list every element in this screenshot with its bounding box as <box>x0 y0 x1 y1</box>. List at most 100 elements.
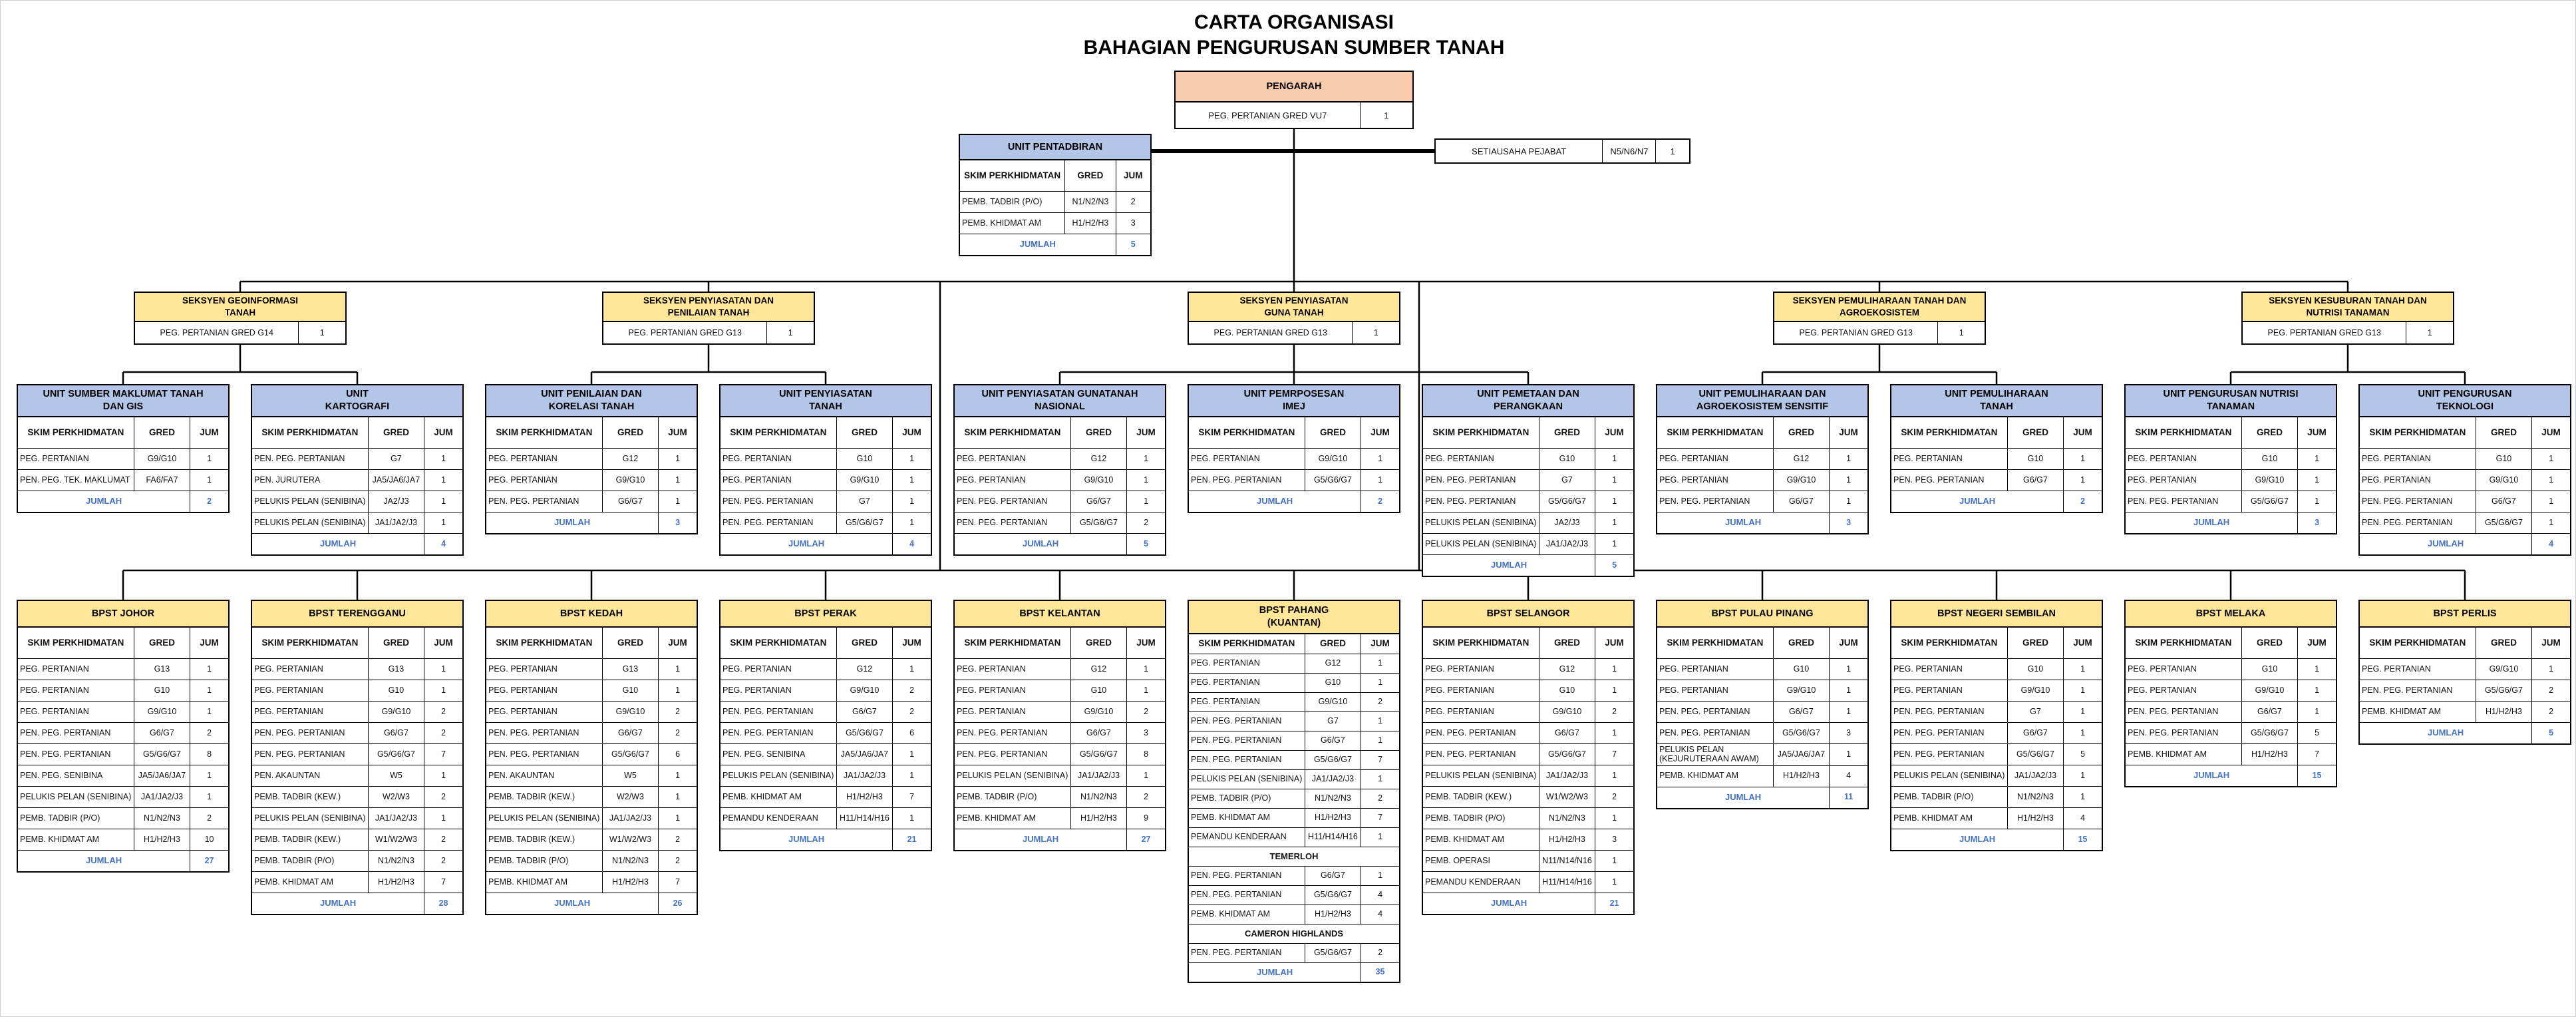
box-title-line: PERANGKAAN <box>1494 401 1563 412</box>
cell-jum: 2 <box>675 706 681 716</box>
cell-gred: JA5/JA6/JA7 <box>1772 744 1830 765</box>
cell-jum: 1 <box>1846 706 1852 716</box>
column-header-skim: SKIM PERKHIDMATAN <box>964 637 1061 648</box>
column-header-gred: GRED <box>1538 628 1596 658</box>
jumlah-label: JUMLAH <box>1189 963 1362 982</box>
cell-gred: G5/G6/G7 <box>1304 944 1362 962</box>
cell-gred: JA5/JA6/JA7 <box>133 765 191 786</box>
box-title-line: BPST PAHANG <box>1259 605 1329 616</box>
cell-skim: PEN. PEG. PERTANIAN <box>1191 755 1282 765</box>
cell-gred: JA1/JA2/J3 <box>836 765 893 786</box>
cell-jum: 1 <box>1144 496 1149 506</box>
cell-skim: PEN. PEG. PERTANIAN <box>957 496 1048 506</box>
cell-skim: PEN. PEG. PERTANIAN <box>1659 496 1750 506</box>
cell-jum: 8 <box>207 749 212 759</box>
cell-gred: N1/N2/N3 <box>133 808 191 829</box>
cell-gred: G5/G6/G7 <box>1304 751 1362 769</box>
cell-gred: G12 <box>1070 659 1128 680</box>
column-header-skim: SKIM PERKHIDMATAN <box>496 637 593 648</box>
column-header-jum: JUM <box>2541 427 2561 437</box>
column-header-jum: JUM <box>2541 637 2561 648</box>
cell-skim: PEG. PERTANIAN <box>1893 685 1963 695</box>
column-header-jum: JUM <box>1136 427 1156 437</box>
column-header-gred: GRED <box>1538 417 1596 448</box>
cell-gred: N1/N2/N3 <box>2007 787 2064 807</box>
cell-skim: PEG. PERTANIAN <box>1425 664 1494 674</box>
column-header-skim: SKIM PERKHIDMATAN <box>1432 427 1530 437</box>
cell-jum: 1 <box>675 664 681 674</box>
column-header-gred: GRED <box>367 628 425 658</box>
box-title-line: BPST KELANTAN <box>1019 608 1100 619</box>
jumlah-value: 3 <box>675 517 681 527</box>
seksyen-post-count: 1 <box>1959 328 1964 337</box>
cell-skim: PEG. PERTANIAN <box>488 706 558 716</box>
column-header-gred: GRED <box>836 417 893 448</box>
cell-skim: PEG. PERTANIAN <box>723 453 792 463</box>
cell-gred: G10 <box>1538 449 1596 469</box>
cell-skim: PEN. PEG. PERTANIAN <box>723 706 814 716</box>
cell-gred: G9/G10 <box>2241 470 2299 491</box>
box-title-line: AGROEKOSISTEM SENSITIF <box>1696 401 1829 412</box>
pengarah-post-label: PEG. PERTANIAN GRED VU7 <box>1176 102 1361 128</box>
cell-skim: PEN. PEG. PERTANIAN <box>2128 706 2219 716</box>
cell-skim: PEG. PERTANIAN <box>957 685 1026 695</box>
cell-skim: PELUKIS PELAN (SENIBINA) <box>1893 770 2005 780</box>
jumlah-label: JUMLAH <box>955 534 1128 554</box>
box-title-line: UNIT PENTADBIRAN <box>1007 141 1103 152</box>
cell-gred: G9/G10 <box>1304 693 1362 712</box>
cell-gred: G9/G10 <box>2241 680 2299 701</box>
cell-jum: 1 <box>441 770 446 780</box>
cell-jum: 1 <box>909 496 915 506</box>
cell-skim: PEN. PEG. PERTANIAN <box>2128 496 2219 506</box>
cell-skim: PEN. PEG. PERTANIAN <box>1659 706 1750 716</box>
cell-jum: 2 <box>1378 948 1383 958</box>
seksyen-post-label: PEG. PERTANIAN GRED G13 <box>2243 322 2407 343</box>
cell-gred: W5 <box>601 765 659 786</box>
cell-jum: 1 <box>909 517 915 527</box>
cell-gred: G6/G7 <box>1070 491 1128 512</box>
cell-skim: PEN. PEG. PERTANIAN <box>254 727 345 737</box>
cell-gred: G10 <box>367 680 425 701</box>
cell-skim: PEN. PEG. PERTANIAN <box>2362 496 2453 506</box>
cell-gred: G5/G6/G7 <box>1538 744 1596 765</box>
box-title-line: IMEJ <box>1283 401 1305 412</box>
cell-jum: 2 <box>675 727 681 737</box>
cell-gred: H1/H2/H3 <box>2007 808 2064 829</box>
cell-skim: PEMANDU KENDERAAN <box>1425 877 1521 887</box>
cell-jum: 1 <box>2549 664 2554 674</box>
cell-gred: H11/H14/H16 <box>836 808 893 829</box>
jumlah-value: 15 <box>2312 770 2322 780</box>
cell-skim: PEN. AKAUNTAN <box>254 770 321 780</box>
cell-jum: 1 <box>441 496 446 506</box>
